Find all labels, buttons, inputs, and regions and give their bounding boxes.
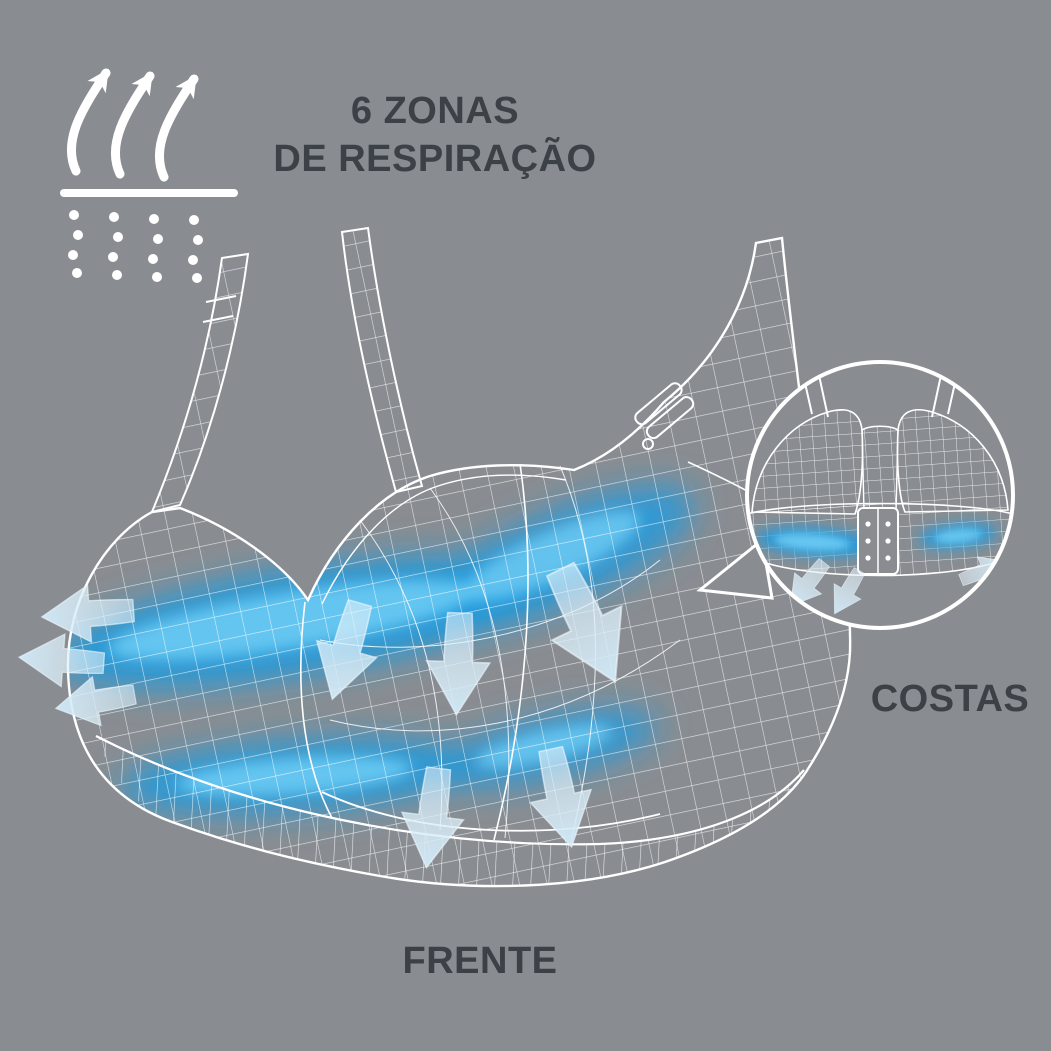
left-strap-adjuster: [202, 295, 237, 323]
bra-wireframe: [66, 226, 852, 888]
title-line-1: 6 ZONAS: [350, 90, 520, 132]
airflow-rise-arrows: [67, 68, 199, 182]
label-front: FRENTE: [402, 940, 558, 982]
label-back: COSTAS: [870, 678, 1030, 720]
bra-front-illustration: [16, 226, 852, 888]
back-clasp: [857, 507, 899, 575]
right-strap-clip: [634, 382, 695, 440]
far-strap: [340, 226, 424, 494]
left-strap: [150, 252, 250, 514]
evaporation-dots: [68, 210, 203, 283]
breathability-icon: [60, 68, 238, 283]
inset-pointer: [696, 537, 774, 600]
underband: [96, 736, 806, 887]
strap-ring: [642, 438, 654, 450]
inset-circle-outline: [745, 360, 1015, 630]
title: 6 ZONAS DE RESPIRAÇÃO: [255, 88, 615, 183]
breathing-zones-back: [755, 523, 998, 557]
title-line-2: DE RESPIRAÇÃO: [273, 137, 597, 180]
back-view-inset: [696, 360, 1015, 630]
